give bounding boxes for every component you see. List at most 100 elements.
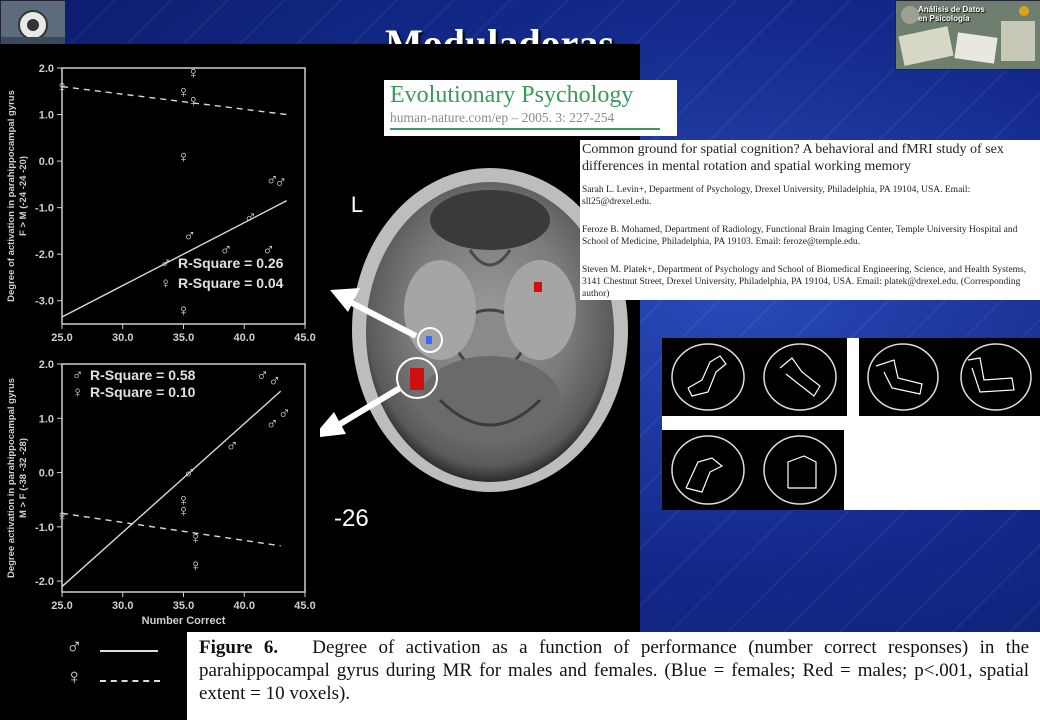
annotation-symbol: ♀ [160, 275, 171, 292]
course-logo-line1: Análisis de Datos [918, 5, 985, 14]
x-tick-label: 35.0 [173, 600, 194, 612]
data-point: ♂ [244, 208, 257, 227]
course-logo-line2: en Psicología [918, 14, 970, 23]
fit-line-solid [61, 200, 288, 318]
brain-slice-label: -26 [334, 505, 369, 532]
y-tick-label: 2.0 [39, 359, 54, 371]
data-point: ♂ [183, 464, 196, 483]
x-tick-label: 45.0 [294, 600, 315, 612]
line-legend: ♂ ♀ [0, 632, 187, 720]
journal-name: Evolutionary Psychology [390, 82, 634, 108]
annotation-symbol: ♂ [160, 255, 171, 272]
legend-solid-line [100, 650, 158, 652]
x-tick-label: 45.0 [294, 332, 315, 344]
y-axis-sublabel: M > F (-38 -32 -28) [18, 438, 29, 518]
data-point: ♀ [177, 491, 190, 510]
fit-line-solid [61, 390, 282, 588]
journal-divider [390, 128, 660, 130]
mental-rotation-stimuli [662, 338, 1040, 510]
r-square-annotation: R-Square = 0.10 [90, 384, 196, 400]
roi-circle-female [417, 327, 443, 353]
legend-dashed-line [100, 680, 160, 682]
x-tick-label: 30.0 [112, 600, 133, 612]
r-square-annotation: R-Square = 0.26 [178, 255, 284, 271]
male-activation-right [534, 282, 542, 292]
data-point: ♂ [268, 371, 281, 390]
x-tick-label: 35.0 [173, 332, 194, 344]
journal-reference: human-nature.com/ep – 2005. 3: 227-254 [390, 110, 615, 125]
x-tick-label: 40.0 [234, 600, 255, 612]
scatter-chart-male-gt-female: 25.0 30.0 35.0 40.0 45.0 2.0 1.0 0.0 -1.0 -2.0Num… [0, 350, 320, 630]
x-tick-label: 40.0 [234, 332, 255, 344]
y-axis-sublabel: F > M (-24 -24 -20) [18, 156, 29, 236]
x-tick-label: 25.0 [51, 600, 72, 612]
annotation-symbol: ♂ [72, 367, 83, 384]
data-point: ♀ [189, 529, 202, 548]
stimulus-label-b: b [861, 414, 867, 426]
y-tick-label: 1.0 [39, 110, 54, 122]
data-point: ♂ [274, 173, 287, 192]
data-point: ♀ [177, 147, 190, 166]
logo-emblem-icon [1, 1, 65, 45]
course-logo-icon [896, 1, 1040, 69]
fit-line-dashed [61, 85, 287, 116]
y-tick-label: -1.0 [35, 522, 54, 534]
brain-scan-image [320, 168, 628, 492]
data-point: ♀ [177, 82, 190, 101]
figure-caption: Figure 6. Degree of activation as a func… [187, 632, 1040, 720]
legend-female-symbol: ♀ [66, 664, 83, 689]
y-tick-label: -3.0 [35, 296, 54, 308]
scatter-chart-female-gt-male: 25.0 30.0 35.0 40.0 45.0 2.0 1.0 0.0 -1.0 -2.0 -3.… [0, 44, 320, 344]
caption-text: Degree of activation as a function of pe… [199, 637, 1030, 704]
x-axis-label: Number Correct [142, 615, 226, 627]
x-tick-label: 30.0 [112, 332, 133, 344]
data-point: ♀ [177, 502, 190, 521]
female-activation-spot [426, 336, 432, 344]
data-point: ♀ [187, 64, 200, 83]
y-tick-label: 0.0 [39, 156, 54, 168]
data-point: ♂ [266, 415, 279, 434]
arrow-to-bottom-chart [338, 385, 402, 427]
stimulus-label-a: a [664, 414, 669, 426]
y-tick-label: 2.0 [39, 63, 54, 75]
y-axis-label: Degree activation in parahippocampal gyr… [6, 378, 17, 578]
legend-male-symbol: ♂ [66, 634, 83, 659]
roi-circle-male [396, 357, 438, 399]
annotation-symbol: ♀ [72, 384, 83, 401]
y-tick-label: -2.0 [35, 576, 54, 588]
data-point: ♂ [183, 227, 196, 246]
stimulus-figures [662, 338, 1040, 510]
article-author-2: Feroze B. Mohamed, Department of Radiolo… [582, 225, 1018, 247]
data-point: ♂ [266, 171, 279, 190]
y-tick-label: -2.0 [35, 249, 54, 261]
data-point: ♂ [220, 241, 233, 260]
data-point: ♀ [56, 78, 69, 97]
journal-header: Evolutionary Psychology human-nature.com… [384, 80, 677, 136]
r-square-annotation: R-Square = 0.58 [90, 367, 196, 383]
data-point: ♀ [56, 507, 69, 526]
university-logo [0, 0, 66, 46]
y-tick-label: -1.0 [35, 203, 54, 215]
brain-side-label: L [340, 188, 374, 222]
data-point: ♀ [177, 301, 190, 320]
y-tick-label: 0.0 [39, 468, 54, 480]
data-point: ♂ [278, 404, 291, 423]
data-point: ♂ [256, 366, 269, 385]
article-author-1: Sarah L. Levin+, Department of Psycholog… [582, 185, 971, 207]
article-title: Common ground for spatial cognition? A b… [582, 142, 1004, 174]
data-point: ♂ [226, 436, 239, 455]
y-axis-label: Degree of activation in parahippocampal … [6, 90, 17, 302]
r-square-annotation: R-Square = 0.04 [178, 275, 284, 291]
male-activation-spot [410, 368, 424, 390]
article-author-3: Steven M. Platek+, Department of Psychol… [582, 265, 1027, 299]
arrow-to-top-chart [348, 299, 418, 339]
course-logo: Análisis de Datos en Psicología [895, 0, 1040, 70]
caption-label: Figure 6. [199, 637, 279, 658]
y-tick-label: 1.0 [39, 413, 54, 425]
fit-line-dashed [61, 512, 281, 547]
data-point: ♂ [262, 241, 275, 260]
data-point: ♀ [189, 556, 202, 575]
article-header: Common ground for spatial cognition? A b… [580, 140, 1040, 300]
x-tick-label: 25.0 [51, 332, 72, 344]
data-point: ♀ [187, 92, 200, 111]
